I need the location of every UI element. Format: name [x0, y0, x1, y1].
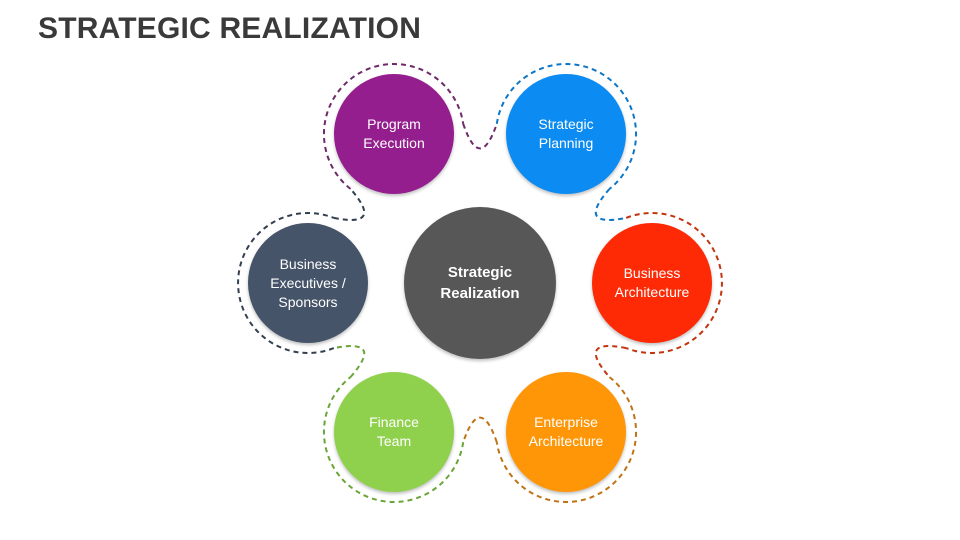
dashed-connector-program-execution	[462, 123, 498, 150]
circle-label: Program Execution	[363, 116, 425, 152]
circle-business-architecture: Business Architecture	[592, 223, 712, 343]
dashed-arc-program-execution	[322, 63, 465, 190]
circle-label: Enterprise Architecture	[528, 413, 604, 449]
circle-program-execution: Program Execution	[334, 74, 454, 195]
dashed-connector-business-executives-sponsors	[333, 188, 366, 221]
dashed-connector-finance-team	[333, 345, 366, 378]
center-circle-strategic-realization: Strategic Realization	[404, 207, 556, 359]
circle-finance-team: Finance Team	[334, 371, 454, 492]
circle-label: Business Executives / Sponsors	[270, 255, 346, 310]
center-label: Strategic Realization	[440, 264, 520, 302]
dashed-connector-enterprise-architecture	[462, 416, 498, 443]
dashed-arc-business-architecture	[625, 212, 723, 354]
dashed-arc-finance-team	[322, 376, 465, 503]
page-title: STRATEGIC REALIZATION	[38, 12, 422, 45]
dashed-arc-strategic-planning	[495, 63, 638, 190]
dashed-arc-enterprise-architecture	[495, 376, 638, 503]
circle-business-executives-sponsors: Business Executives / Sponsors	[248, 223, 368, 343]
circle-strategic-planning: Strategic Planning	[506, 74, 626, 195]
dashed-arc-business-executives-sponsors	[237, 212, 335, 354]
circle-enterprise-architecture: Enterprise Architecture	[506, 371, 626, 492]
dashed-outlines	[237, 63, 723, 503]
circle-label: Finance Team	[369, 413, 419, 449]
circle-label: Business Architecture	[614, 265, 690, 300]
dashed-connector-business-architecture	[594, 345, 627, 378]
circle-label: Strategic Planning	[538, 116, 594, 152]
dashed-connector-strategic-planning	[594, 188, 627, 221]
